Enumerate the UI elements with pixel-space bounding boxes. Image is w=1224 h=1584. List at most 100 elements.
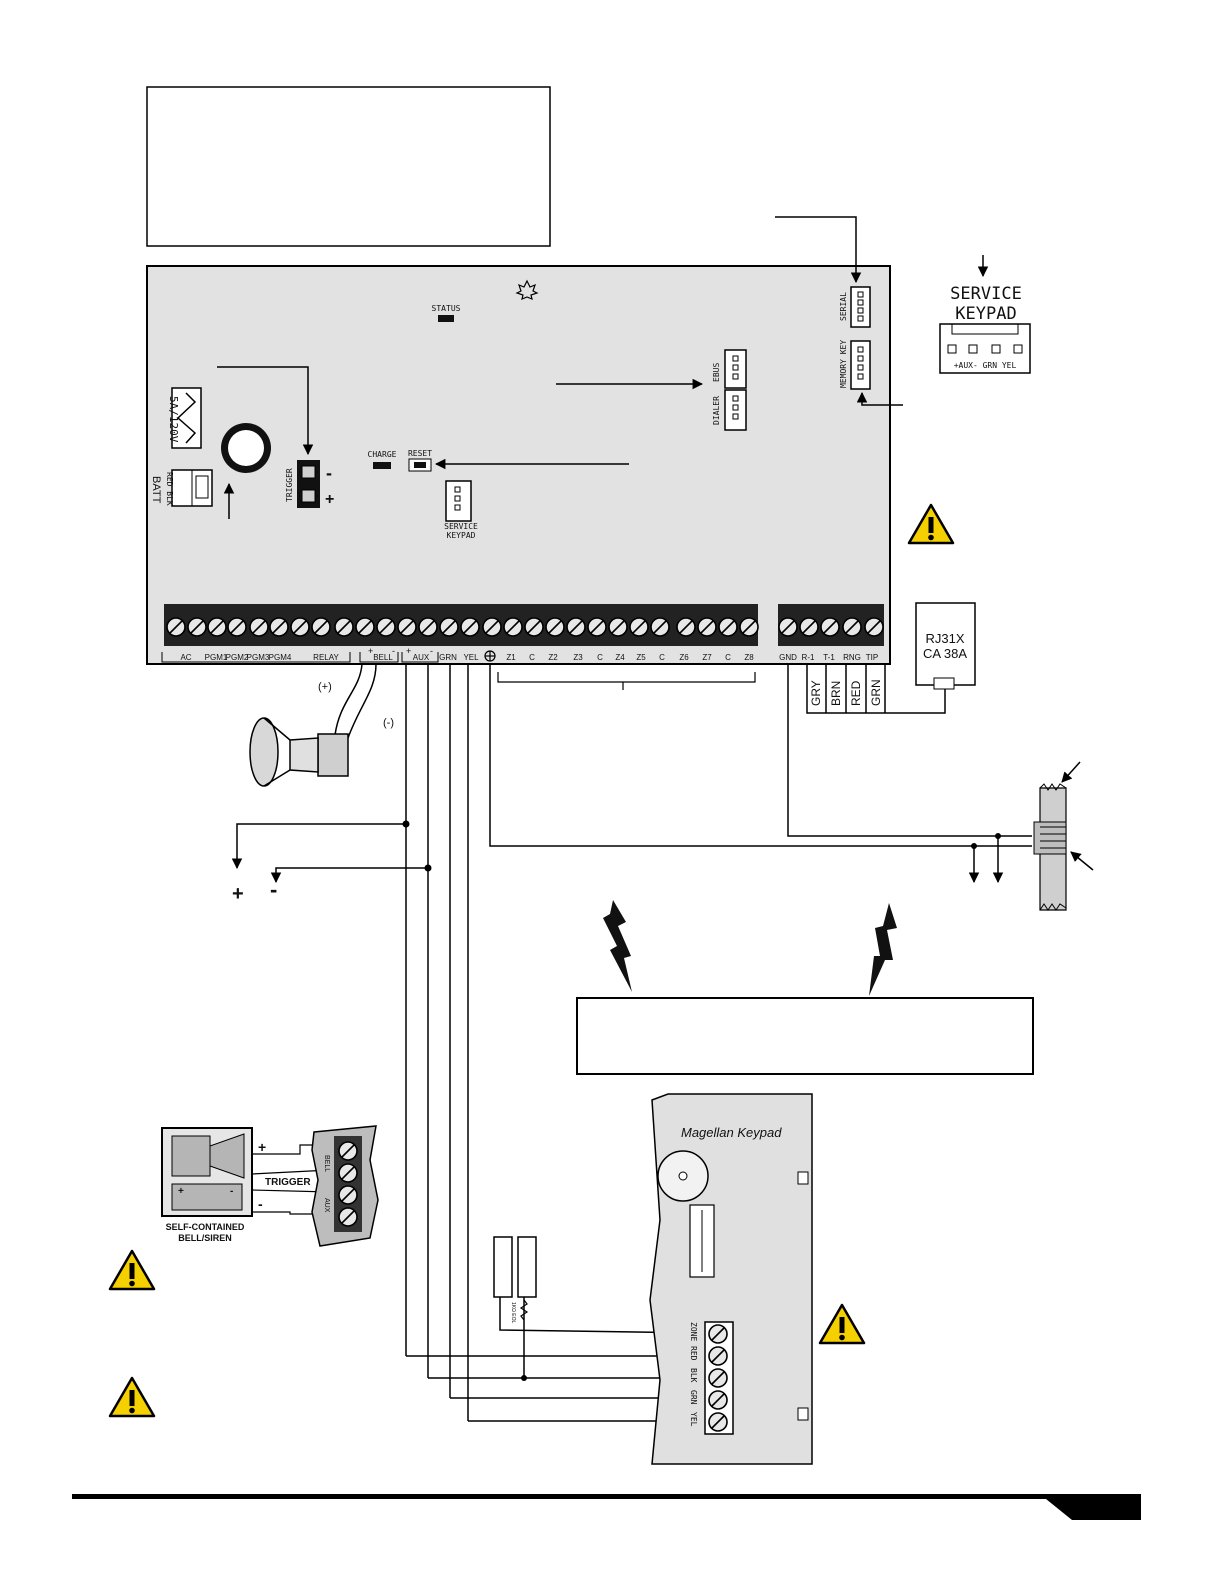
terminal-label: AC <box>180 653 191 662</box>
status-led <box>438 315 454 322</box>
terminal-label: YEL <box>463 653 479 662</box>
note-box <box>146 86 551 247</box>
terminal-label: GND <box>779 653 797 662</box>
fuse-label: 5A/120V <box>167 396 180 443</box>
service-keypad-callout-line1: SERVICE <box>950 284 1022 304</box>
siren-horn <box>249 663 377 787</box>
terminal-screw <box>290 617 310 637</box>
terminal-screw <box>166 617 186 637</box>
surge-warning-box <box>576 997 1034 1075</box>
zone-bracket <box>497 672 756 690</box>
self-contained-title-1: SELF-CONTAINED <box>166 1222 245 1232</box>
terminal-screw <box>269 617 289 637</box>
serial-label: SERIAL <box>839 292 848 321</box>
self-contained-minus: - <box>258 1196 263 1212</box>
keypad-terminal-label: RED <box>689 1346 698 1361</box>
keypad-terminal-label: ZONE <box>689 1322 698 1341</box>
terminal-label: Z8 <box>744 653 754 662</box>
service-keypad-board-label-1: SERVICE <box>444 522 478 531</box>
terminal-screw <box>629 617 649 637</box>
terminal-screw <box>820 617 840 637</box>
service-keypad-callout-line2: KEYPAD <box>955 304 1016 324</box>
terminal-screw <box>503 617 523 637</box>
terminal-screw <box>187 617 207 637</box>
trigger-label: TRIGGER <box>285 468 294 502</box>
siren-plus-label: (+) <box>318 681 332 693</box>
terminal-screw <box>650 617 670 637</box>
terminal-screw <box>842 617 862 637</box>
magellan-keypad <box>649 1093 813 1465</box>
serial-connector <box>850 286 871 328</box>
terminal-label: C <box>659 653 665 662</box>
terminal-screw <box>524 617 544 637</box>
terminal-label: C <box>597 653 603 662</box>
self-contained-title-2: BELL/SIREN <box>178 1233 232 1243</box>
ca38a-label: CA 38A <box>923 646 967 661</box>
aux-power-minus: - <box>270 877 277 902</box>
eol-label: 1KΩ EOL <box>510 1302 516 1323</box>
terminal-label: PGM3 <box>247 653 270 662</box>
status-label: STATUS <box>432 304 461 313</box>
siren-block-aux: AUX <box>323 1198 330 1213</box>
terminal-label: Z3 <box>573 653 583 662</box>
siren-battery-plus: + <box>178 1186 184 1197</box>
terminal-label: RELAY <box>313 653 339 662</box>
terminal-screw <box>718 617 738 637</box>
service-keypad-callout-pins: +AUX- GRN YEL <box>954 361 1017 370</box>
trigger-plus: + <box>325 491 334 508</box>
terminal-label: Z2 <box>548 653 558 662</box>
keypad-terminal-label: GRN <box>689 1390 698 1405</box>
terminal-screw <box>207 617 227 637</box>
trigger-minus: - <box>326 463 332 483</box>
batt-wire-labels: RED BLK <box>165 472 174 506</box>
terminal-screw <box>355 617 375 637</box>
rj31x-jack <box>915 602 976 686</box>
terminal-strip <box>164 604 884 646</box>
terminal-label: Z7 <box>702 653 712 662</box>
maple-leaf-icon <box>515 279 539 300</box>
aux-plus: + <box>406 646 411 656</box>
rj31x-label: RJ31X <box>925 631 964 646</box>
control-panel-board <box>146 265 891 665</box>
warning-icon-board <box>907 503 955 545</box>
terminal-label: C <box>529 653 535 662</box>
reset-label: RESET <box>408 449 432 458</box>
bell-plus: + <box>368 646 373 656</box>
terminal-screw <box>778 617 798 637</box>
terminal-screw <box>676 617 696 637</box>
terminal-label: BELL <box>373 653 393 662</box>
keypad-title: Magellan Keypad <box>681 1125 782 1140</box>
terminal-screw <box>566 617 586 637</box>
aux-power-plus: + <box>232 883 244 905</box>
terminal-screw <box>608 617 628 637</box>
terminal-screw <box>397 617 417 637</box>
charge-label: CHARGE <box>368 450 397 459</box>
terminal-label: T-1 <box>823 653 835 662</box>
service-keypad-board-label-2: KEYPAD <box>447 531 476 540</box>
terminal-label: Z4 <box>615 653 625 662</box>
keypad-terminal-label: BLK <box>689 1368 698 1383</box>
lightning-icon-right <box>869 903 897 996</box>
self-contained-plus: + <box>258 1139 266 1155</box>
memory-key-callout-arrow <box>856 391 903 406</box>
siren-minus-label: (-) <box>383 717 394 729</box>
terminal-label: AUX <box>413 653 430 662</box>
aux-minus: - <box>430 646 433 656</box>
dialer-label: DIALER <box>712 396 721 425</box>
terminal-screw <box>799 617 819 637</box>
telephone-wire-color: GRN <box>869 679 883 706</box>
ebus-label: EBUS <box>712 363 721 382</box>
batt-label: BATT <box>150 476 162 504</box>
charge-led <box>373 462 391 469</box>
siren-battery-minus: - <box>230 1186 233 1197</box>
terminal-label: Z6 <box>679 653 689 662</box>
terminal-screw <box>418 617 438 637</box>
terminal-screw <box>334 617 354 637</box>
keypad-terminal-label: YEL <box>689 1412 698 1427</box>
self-contained-trigger: TRIGGER <box>265 1177 311 1188</box>
warning-icon-keypad <box>818 1303 866 1345</box>
warning-icon-bottom <box>108 1376 156 1418</box>
